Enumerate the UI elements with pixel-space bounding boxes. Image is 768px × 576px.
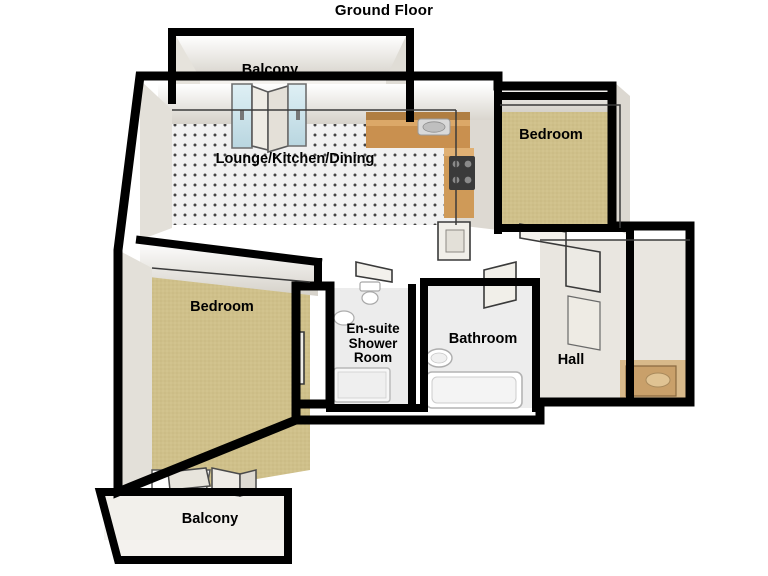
bedroom-top-floor [500,105,620,228]
wc-ensuite [359,281,381,305]
wall-outlines-detail [94,28,634,564]
page-title: Ground Floor [334,2,434,19]
basin-ensuite [333,310,355,326]
door-kitchen-hall [437,221,471,261]
hob [449,156,475,190]
door-hall-right [565,245,601,293]
wardrobe-hall [567,295,601,351]
bedroom-left-floor [152,265,310,492]
kitchen-sink [417,118,451,136]
wall-outlines-thin [151,104,690,283]
bathtub [425,371,523,409]
shower-tray [333,367,391,403]
door-ensuite [355,261,393,283]
balcony-doors-top [231,83,307,154]
wall-outlines [113,71,695,499]
basin-bathroom [425,348,453,368]
